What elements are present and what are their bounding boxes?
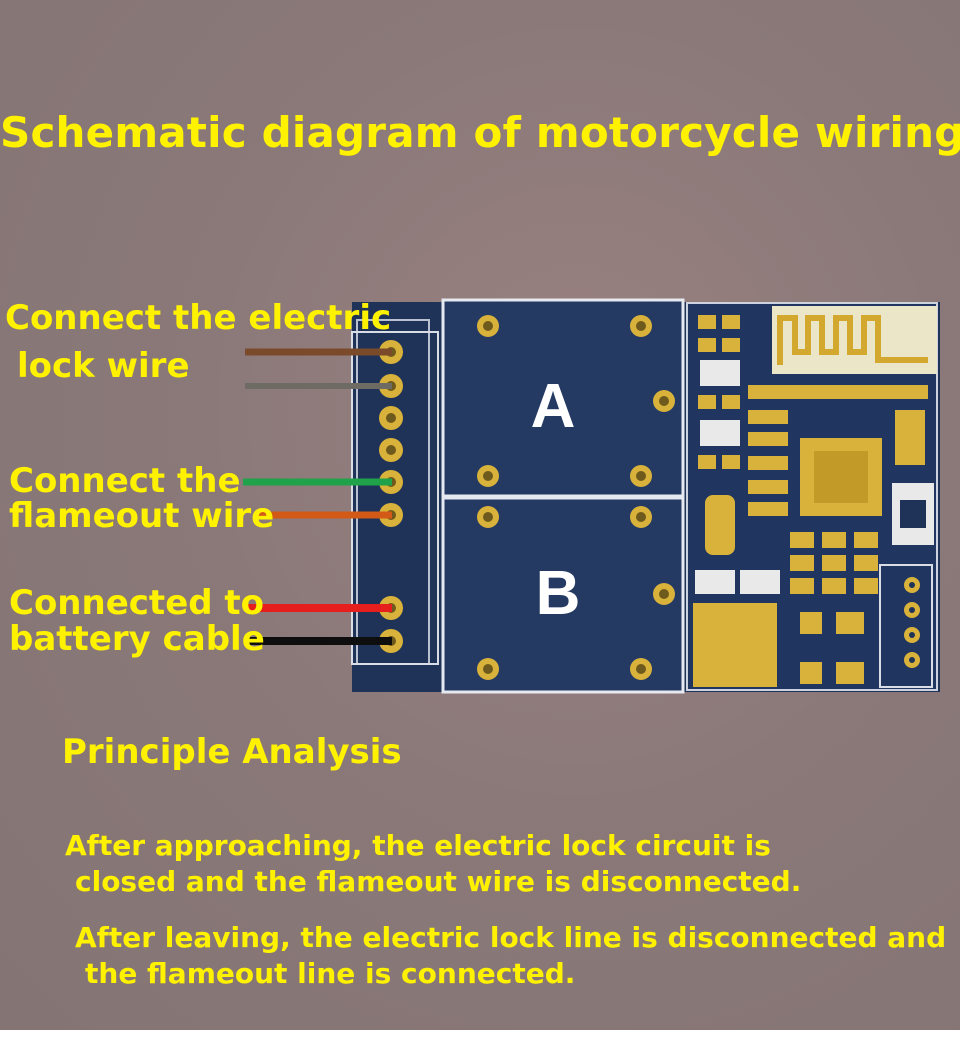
flameout-wire-label-line1: Connect the (9, 461, 241, 501)
relay-b-label: B (536, 559, 581, 628)
battery-cable-label-line1: Connected to (9, 583, 265, 623)
ground-pad (693, 603, 777, 687)
antenna-trace (777, 315, 928, 365)
page-title: Schematic diagram of motorcycle wiring (0, 108, 960, 157)
lock-wire-label-line2: lock wire (17, 346, 190, 386)
connector-silkscreen (351, 331, 439, 665)
battery-cable-label-line2: battery cable (9, 619, 265, 659)
principle-paragraph-1-line2: closed and the flameout wire is disconne… (75, 865, 802, 898)
header-pins (904, 577, 920, 668)
principle-paragraph-2-line2: the flameout line is connected. (85, 957, 576, 990)
relay-a-label: A (531, 372, 576, 441)
principle-paragraph-2-line1: After leaving, the electric lock line is… (75, 921, 947, 954)
smd-components (695, 315, 934, 684)
lock-wire-label-line1: Connect the electric (5, 298, 392, 338)
principle-heading: Principle Analysis (62, 732, 402, 772)
flameout-wire-label-line2: flameout wire (9, 496, 275, 536)
header-outline (879, 564, 933, 688)
pcb-diagram: A B (243, 298, 940, 694)
relay-pins (477, 315, 675, 680)
bottom-strip (0, 1030, 960, 1057)
principle-paragraph-1-line1: After approaching, the electric lock cir… (65, 829, 771, 862)
